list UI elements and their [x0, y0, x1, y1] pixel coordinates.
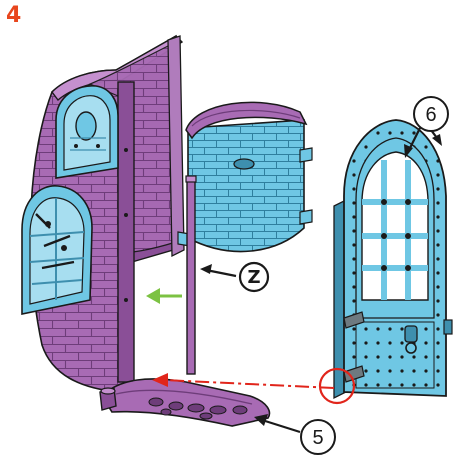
callout-5-label: 5	[312, 427, 323, 449]
base-arch-part	[100, 379, 269, 426]
door-part	[334, 120, 452, 398]
green-left-arrow-icon	[146, 288, 182, 304]
tower-lower-window	[22, 186, 92, 314]
blue-inner-wall-panel	[178, 102, 312, 251]
rod-part-z	[186, 176, 196, 374]
callout-z-label: Z	[247, 267, 260, 288]
callout-6-label: 6	[425, 104, 436, 126]
callout-5: 5	[254, 414, 335, 454]
callout-z: Z	[200, 263, 268, 291]
tower-upper-window	[56, 86, 118, 178]
